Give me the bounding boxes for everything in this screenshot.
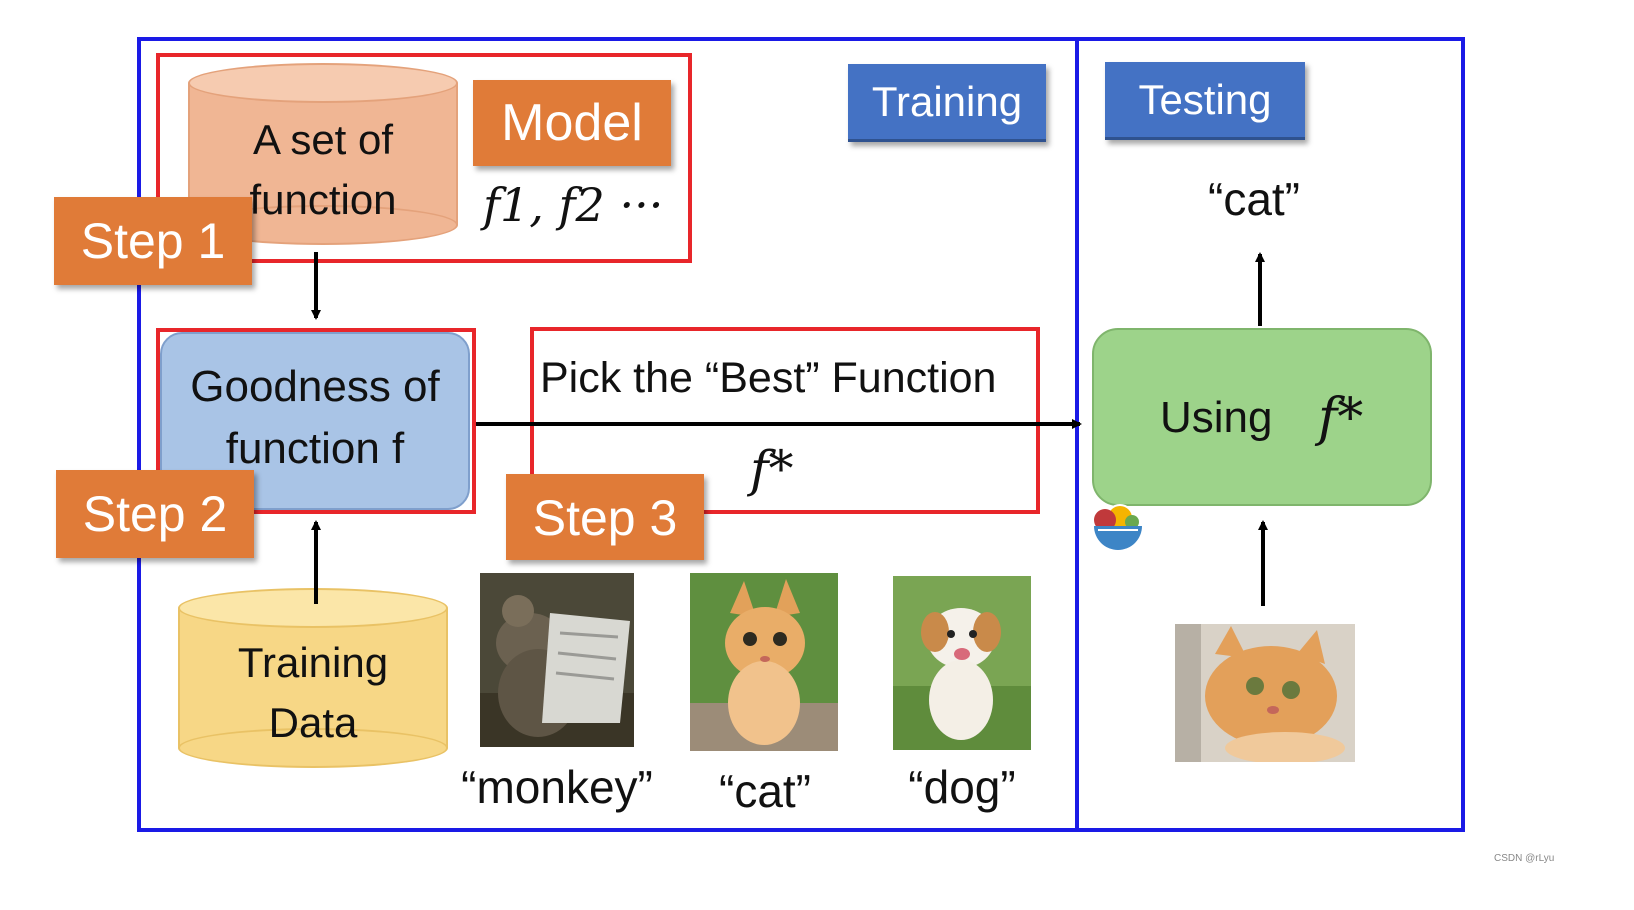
- using-text: Using: [1160, 393, 1273, 442]
- best-function-symbol: f*: [750, 440, 794, 498]
- cat-photo: [690, 573, 838, 751]
- training-data-line1: Training: [237, 639, 389, 686]
- function-list-text: f1, f2 ···: [483, 178, 664, 232]
- function-list: f1, f2 ···: [483, 178, 663, 232]
- testing-frame: [1075, 37, 1465, 832]
- training-data-line2: Data: [268, 699, 358, 746]
- watermark: CSDN @rLyu: [1494, 853, 1555, 864]
- dog-photo: [893, 576, 1031, 750]
- step2-region: [156, 328, 476, 514]
- goodness-line2: function f: [225, 424, 405, 473]
- bowl-icon: [1092, 500, 1144, 556]
- step2-tag: Step 2: [56, 470, 254, 558]
- model-label: Model: [473, 80, 671, 166]
- cat-caption: “cat”: [719, 765, 811, 817]
- training-phase-label: Training: [848, 64, 1046, 142]
- step3-tag: Step 3: [506, 474, 704, 560]
- step1-tag: Step 1: [54, 197, 252, 285]
- training-data-cylinder: Training Data: [178, 588, 448, 768]
- step1-region: [156, 53, 692, 263]
- test-cat-photo: [1175, 624, 1355, 764]
- testing-output: “cat”: [1208, 173, 1300, 225]
- function-set-line1: A set of: [252, 116, 394, 163]
- step3-region: [530, 327, 1040, 514]
- using-box: [1092, 328, 1432, 506]
- dog-caption: “dog”: [908, 761, 1016, 813]
- using-symbol: f*: [1318, 388, 1364, 448]
- monkey-caption: “monkey”: [461, 761, 653, 813]
- function-set-line2: function: [249, 176, 397, 223]
- pick-best-text: Pick the “Best” Function: [540, 354, 997, 402]
- monkey-photo: [480, 573, 634, 747]
- testing-phase-label: Testing: [1105, 62, 1305, 140]
- goodness-line1: Goodness of: [190, 362, 440, 411]
